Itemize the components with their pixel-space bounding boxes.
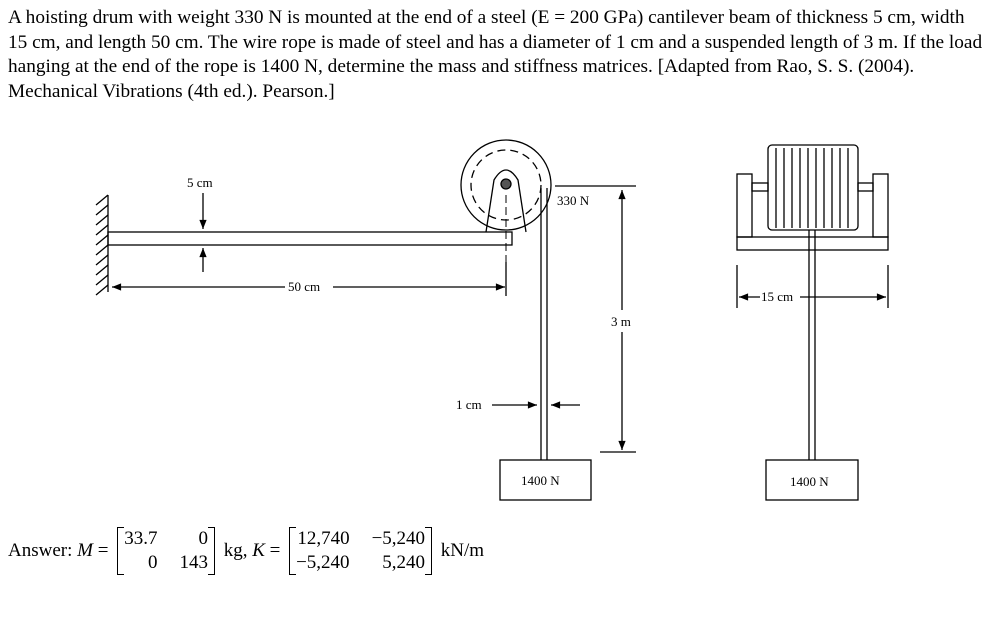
stiffness-matrix: 12,740 −5,240 −5,240 5,240 xyxy=(289,527,433,575)
equals: = xyxy=(92,540,114,561)
matrix-cell: 143 xyxy=(179,552,208,573)
matrix-cell: 0 xyxy=(147,552,158,573)
thickness-label: 5 cm xyxy=(187,175,213,190)
mass-symbol: M xyxy=(77,540,93,561)
drum-front xyxy=(460,139,552,268)
load-box xyxy=(499,459,592,501)
rope-diameter-label: 1 cm xyxy=(456,397,482,412)
matrix-cell: 5,240 xyxy=(382,552,426,573)
side-load-label: 1400 N xyxy=(790,474,829,489)
equals: = xyxy=(264,540,286,561)
matrix-cell: −5,240 xyxy=(371,528,426,549)
matrix-cell: −5,240 xyxy=(296,552,350,573)
load-label: 1400 N xyxy=(521,473,560,488)
answer: Answer: M = 33.7 0 0 143 kg, K = 12,740 −5,… xyxy=(8,527,484,575)
matrix-cell: 12,740 xyxy=(297,528,350,549)
stiffness-symbol: K xyxy=(252,540,265,561)
drum-side xyxy=(736,144,889,251)
matrix-cell: 33.7 xyxy=(124,528,158,549)
rope-length-label: 3 m xyxy=(611,314,631,329)
answer-prefix: Answer: xyxy=(8,540,73,561)
mass-unit: kg, xyxy=(218,540,253,561)
fixed-wall xyxy=(95,194,109,296)
stiffness-unit: kN/m xyxy=(436,540,485,561)
problem-statement: A hoisting drum with weight 330 N is mou… xyxy=(8,7,983,102)
matrix-cell: 0 xyxy=(198,528,208,549)
mass-matrix: 33.7 0 0 143 xyxy=(117,527,215,575)
cantilever-beam xyxy=(107,231,513,246)
drum-weight-label: 330 N xyxy=(557,193,590,208)
length-label: 50 cm xyxy=(288,279,320,294)
width-label: 15 cm xyxy=(761,289,793,304)
